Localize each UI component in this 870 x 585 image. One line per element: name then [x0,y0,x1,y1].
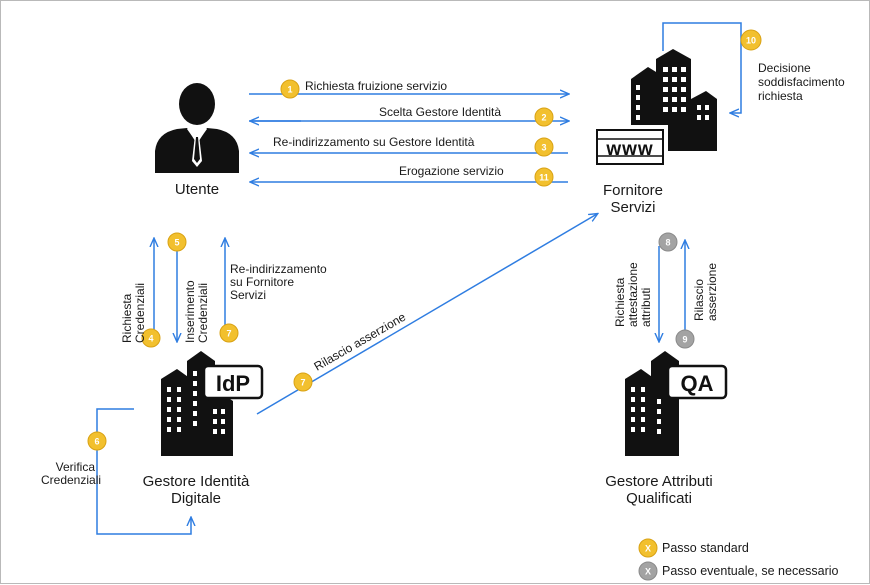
step-6-label-line2: Credenziali [41,473,102,487]
qa-label: Gestore Attributi Qualificati [584,473,734,507]
arrow-step-6 [96,408,191,535]
idp-label-line1: Gestore Identità [142,473,250,490]
step-10-label-line1: Decisione [758,61,811,75]
idp-tag: IdP [216,371,250,396]
step-2-label: Scelta Gestore Identità [379,105,502,119]
user-icon [155,83,239,173]
step-10-label-line3: richiesta [758,89,803,103]
qa-tag: QA [681,371,714,396]
step-badge-10: 10 [740,29,762,51]
step-10-label: Decisione soddisfacimento richiesta [758,61,845,103]
step-badge-2: 2 [534,107,554,127]
step-badge-7-vertical: 7 [219,323,239,343]
step-7-redirect-line1: Re-indirizzamento [230,262,327,276]
qa-label-line1: Gestore Attributi [605,473,713,490]
step-badge-3-number: 3 [541,143,546,153]
step-7-redirect-line2: su Fornitore [230,275,295,289]
step-9-label: Rilascio asserzione [692,262,719,321]
step-badge-6-number: 6 [94,437,99,447]
legend-standard-marker: X [638,538,658,558]
service-provider-label-line2: Servizi [610,199,656,216]
idp-building-icon [161,351,264,456]
legend-optional-marker: X [638,561,658,581]
step-1-label: Richiesta fruizione servizio [305,79,448,93]
step-badge-4: 4 [141,328,161,348]
step-6-label-line1: Verifica [55,460,95,474]
step-badge-7-vertical-number: 7 [226,329,231,339]
step-badge-8: 8 [658,232,678,252]
arrow-step-10 [662,22,742,113]
step-badge-11: 11 [534,167,554,187]
qa-label-line2: Qualificati [626,490,692,507]
service-provider-label-line1: Fornitore [602,182,664,199]
legend-standard-marker-label: X [645,544,651,554]
legend-optional-marker-label: X [645,567,651,577]
step-badge-4-number: 4 [148,334,153,344]
step-badge-8-number: 8 [665,238,670,248]
legend-standard-label: Passo standard [662,541,749,555]
legend-optional-label: Passo eventuale, se necessario [662,564,839,578]
step-badge-1: 1 [280,79,300,99]
step-8-label: Richiesta attestazione attributi [613,262,653,327]
step-5-label-line2: Credenziali [196,282,210,343]
step-11-label: Erogazione servizio [399,164,504,178]
step-badge-2-number: 2 [541,113,546,123]
step-badge-3: 3 [534,137,554,157]
arrow-step-7-diagonal [256,214,597,415]
step-badge-1-number: 1 [287,85,292,95]
step-badge-9: 9 [675,329,695,349]
step-badge-10-number: 10 [746,36,756,46]
step-badge-5-number: 5 [174,238,179,248]
step-9-label-line2: asserzione [705,262,719,321]
step-5-label: Inserimento Credenziali [183,280,210,343]
step-badge-6: 6 [87,431,107,451]
step-4-label: Richiesta Credenziali [120,282,147,343]
step-8-label-line3: attributi [639,287,653,327]
user-label: Utente [174,181,220,198]
step-6-label: Verifica Credenziali [41,460,102,487]
idp-label-line2: Digitale [170,490,222,507]
step-3-label: Re-indirizzamento su Gestore Identità [273,135,475,149]
step-4-label-line2: Credenziali [133,282,147,343]
www-label: www [605,139,653,160]
step-badge-5: 5 [167,232,187,252]
step-7-redirect-line3: Servizi [230,288,267,302]
step-7-rilascio-label: Rilascio asserzione [312,310,409,374]
step-badge-7-diagonal-number: 7 [300,378,305,388]
service-provider-building-icon [592,49,717,169]
service-provider-label: Fornitore Servizi [583,182,683,216]
step-badge-9-number: 9 [682,335,687,345]
idp-label: Gestore Identità Digitale [121,473,271,507]
step-7-redirect-label: Re-indirizzamento su Fornitore Servizi [230,263,327,302]
step-10-label-line2: soddisfacimento [758,75,845,89]
step-badge-11-number: 11 [539,173,549,183]
qa-building-icon [625,351,728,456]
step-badge-7-diagonal: 7 [293,372,313,392]
